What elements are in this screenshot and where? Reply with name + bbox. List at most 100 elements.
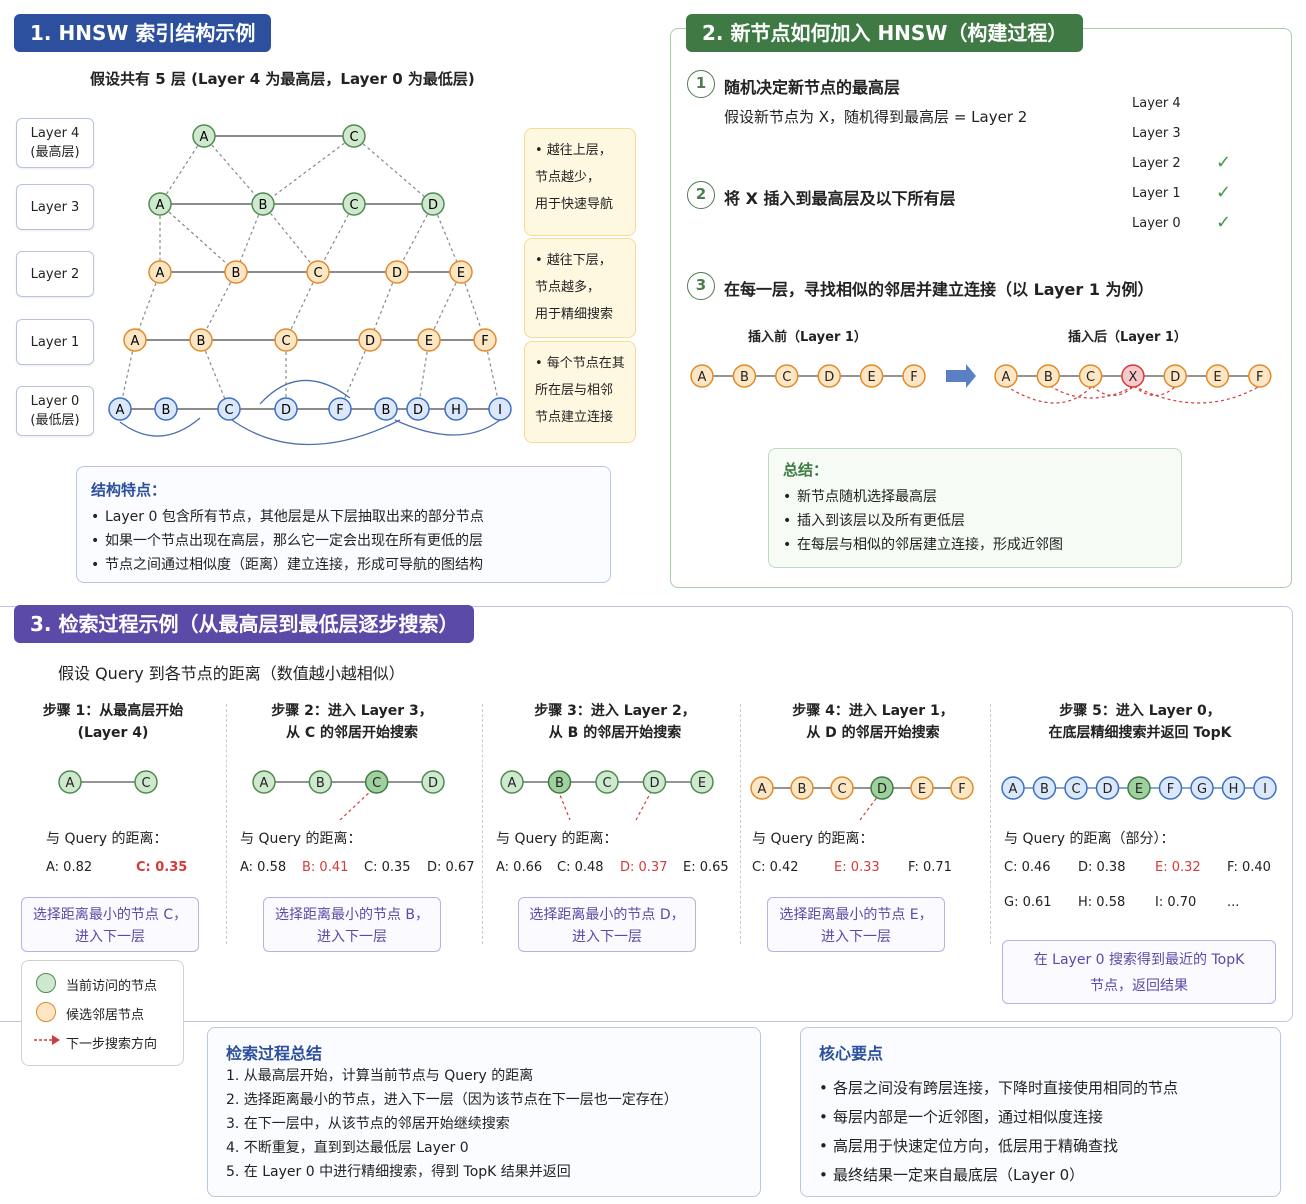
- layer-name: Layer 4: [30, 126, 80, 141]
- svg-text:B: B: [259, 198, 268, 213]
- layer-sub: (最低层): [30, 413, 80, 428]
- graph-node: B: [790, 776, 814, 800]
- svg-text:C: C: [372, 776, 381, 791]
- svg-text:F: F: [481, 334, 488, 349]
- graph-node: C: [1078, 364, 1103, 388]
- key-point: 最终结果一定来自最底层（Layer 0）: [819, 1161, 1178, 1190]
- svg-text:D: D: [824, 370, 834, 385]
- svg-text:C: C: [224, 403, 233, 418]
- layer-name: Layer 3: [30, 199, 80, 215]
- dist-label: 与 Query 的距离（部分）：: [1004, 831, 1175, 847]
- build-step-1-title: 随机决定新节点的最高层: [724, 78, 901, 97]
- dist-value: C: 0.42: [752, 860, 799, 875]
- svg-text:D: D: [1102, 782, 1112, 797]
- search-step-5-title: 步骤 5：进入 Layer 0， 在底层精细搜索并返回 TopK: [1048, 703, 1232, 741]
- section1-title: 1. HNSW 索引结构示例: [14, 14, 272, 52]
- dist-value: C: 0.35: [364, 860, 411, 875]
- key-point: 每层内部是一个近邻图，通过相似度连接: [819, 1103, 1178, 1132]
- graph-node: B: [1036, 364, 1061, 388]
- svg-text:D: D: [281, 403, 291, 418]
- layer-check-label: Layer 1: [1132, 186, 1181, 201]
- summary-item: 新节点随机选择最高层: [783, 485, 1063, 509]
- svg-text:A: A: [698, 370, 707, 385]
- layer-name: Layer 0: [30, 394, 80, 409]
- feature-item: 如果一个节点出现在高层，那么它一定会出现在所有更低的层: [91, 529, 484, 553]
- process-item: 2. 选择距离最小的节点，进入下一层（因为该节点在下一层也一定存在）: [226, 1092, 678, 1108]
- dist-value-min: D: 0.37: [620, 860, 668, 875]
- svg-text:A: A: [508, 776, 517, 791]
- graph-node: C: [364, 770, 389, 794]
- graph-node: I: [1253, 776, 1277, 800]
- svg-text:B: B: [1044, 370, 1053, 385]
- svg-text:D: D: [392, 266, 402, 281]
- process-item: 3. 在下一层中，从该节点的邻居开始继续搜索: [226, 1116, 510, 1132]
- svg-text:A: A: [1009, 782, 1018, 797]
- features-title: 结构特点：: [91, 481, 167, 499]
- choice-box-3: 选择距离最小的节点 D， 进入下一层: [518, 897, 696, 952]
- layer1-nodes: A B C D E F: [123, 328, 497, 352]
- svg-text:A: A: [131, 334, 140, 349]
- legend-label: 下一步搜索方向: [66, 1037, 158, 1052]
- dist-value: D: 0.67: [427, 860, 475, 875]
- graph-node: D: [817, 364, 841, 388]
- column-divider: [226, 704, 227, 944]
- svg-text:A: A: [116, 403, 125, 418]
- legend-label: 当前访问的节点: [66, 979, 158, 994]
- svg-text:B: B: [798, 782, 807, 797]
- graph-node: C: [595, 770, 619, 794]
- dist-value: ...: [1227, 895, 1240, 910]
- svg-text:X: X: [1128, 370, 1137, 385]
- column-divider: [990, 704, 991, 944]
- layer-name: Layer 1: [30, 334, 80, 350]
- svg-text:F: F: [1167, 782, 1174, 797]
- layer-check-label: Layer 0: [1132, 216, 1181, 231]
- svg-text:B: B: [232, 266, 241, 281]
- dist-value: C: 0.48: [557, 860, 604, 875]
- graph-node: E: [859, 364, 884, 388]
- graph-node: B: [1032, 776, 1057, 800]
- svg-text:E: E: [918, 782, 926, 797]
- dist-value: G: 0.61: [1004, 895, 1052, 910]
- dist-value: E: 0.65: [683, 860, 729, 875]
- graph-node: D: [421, 770, 445, 794]
- layer-check-label: Layer 3: [1132, 126, 1181, 141]
- process-item: 4. 不断重复，直到到达最低层 Layer 0: [226, 1140, 469, 1156]
- dist-label: 与 Query 的距离：: [496, 831, 618, 847]
- column-divider: [482, 704, 483, 944]
- layer-check-label: Layer 2: [1132, 156, 1181, 171]
- choice-box-4: 选择距离最小的节点 E， 进入下一层: [767, 897, 945, 952]
- graph-node: B: [547, 770, 572, 794]
- build-step-3-title: 在每一层，寻找相似的邻居并建立连接（以 Layer 1 为例）: [724, 280, 1154, 299]
- note-upper: • 越往上层， 节点越少， 用于快速导航: [524, 128, 636, 236]
- process-item: 1. 从最高层开始，计算当前节点与 Query 的距离: [226, 1068, 534, 1084]
- legend-label: 候选邻居节点: [66, 1008, 145, 1023]
- dist-label: 与 Query 的距离：: [46, 831, 168, 847]
- graph-node: B: [308, 770, 333, 794]
- graph-node: E: [1127, 776, 1151, 800]
- svg-text:D: D: [1170, 370, 1180, 385]
- features-list: Layer 0 包含所有节点，其他层是从下层抽取出来的部分节点 如果一个节点出现…: [91, 505, 484, 577]
- graph-node: A: [750, 776, 774, 800]
- graph-node: E: [910, 776, 934, 800]
- graph-node: A: [500, 770, 524, 794]
- graph-node: C: [1064, 776, 1088, 800]
- svg-text:D: D: [428, 198, 438, 213]
- dist-value-min: E: 0.32: [1155, 860, 1201, 875]
- check-icon: ✓: [1216, 212, 1232, 233]
- graph-node: F: [902, 364, 926, 388]
- svg-text:A: A: [200, 130, 209, 145]
- step-number-2: 2: [687, 181, 715, 209]
- summary-item: 在每层与相似的邻居建立连接，形成近邻图: [783, 533, 1063, 557]
- graph-node: D: [1163, 364, 1187, 388]
- graph-node: D: [642, 770, 667, 794]
- legend-current-node-icon: [36, 973, 56, 993]
- svg-text:B: B: [316, 776, 325, 791]
- dist-value: A: 0.66: [496, 860, 543, 875]
- choice-box-5: 在 Layer 0 搜索得到最近的 TopK 节点，返回结果: [1002, 940, 1276, 1004]
- svg-text:C: C: [1071, 782, 1080, 797]
- feature-item: 节点之间通过相似度（距离）建立连接，形成可导航的图结构: [91, 553, 484, 577]
- graph-node: E: [690, 770, 714, 794]
- dist-value: A: 0.58: [240, 860, 287, 875]
